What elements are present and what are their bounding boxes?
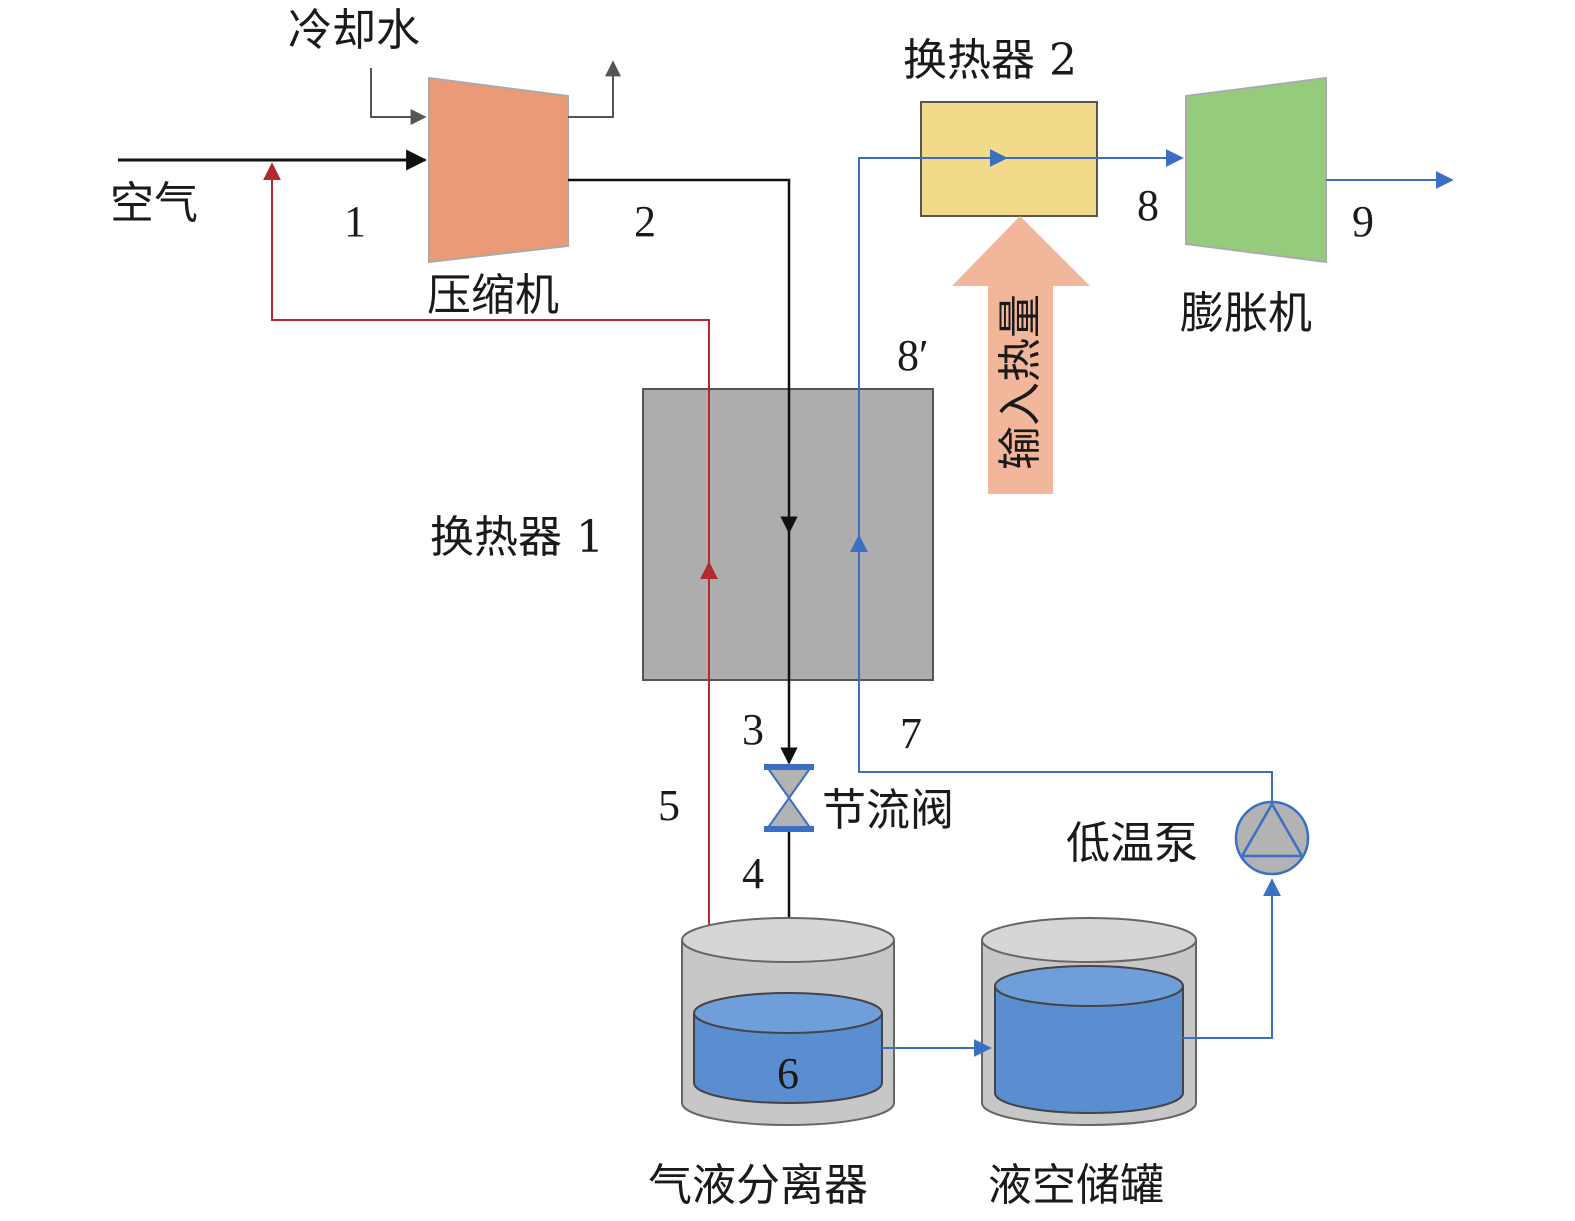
state-6: 6 [777,1049,799,1098]
liquid-air-tank [981,917,1197,1126]
cooling-water-line [370,68,427,125]
compressed-air-line [568,178,798,534]
label-air: 空气 [110,178,198,229]
liquid-line-pump-to-hx1 [850,534,1273,802]
label-cooling-water: 冷却水 [288,5,420,56]
expander-shape [1185,76,1327,264]
label-tank: 液空储罐 [988,1160,1164,1211]
cryogenic-pump [1234,800,1310,876]
state-8-prime: 8′ [897,331,929,380]
state-4: 4 [742,849,764,898]
state-7: 7 [900,709,922,758]
label-hx1: 换热器 1 [430,512,604,563]
heat-input-arrow [952,216,1090,494]
gas-liquid-separator [681,917,895,1126]
label-throttle: 节流阀 [822,785,954,836]
label-compressor: 压缩机 [427,270,559,321]
state-8: 8 [1137,181,1159,230]
label-separator: 气液分离器 [648,1160,868,1211]
liquid-line-hx1-to-hx2 [858,149,1008,536]
label-expander: 膨胀机 [1180,288,1312,339]
cooling-water-out-line [568,60,621,118]
state-2: 2 [634,197,656,246]
state-3: 3 [742,705,764,754]
state-9: 9 [1352,197,1374,246]
label-heat-input: 输入热量 [995,294,1046,470]
state-5: 5 [658,781,680,830]
throttle-valve [764,764,814,832]
label-pump: 低温泵 [1066,818,1198,869]
state-1: 1 [344,197,366,246]
compressor-shape [428,76,569,264]
liquid-line-tank-to-pump [1183,878,1281,1039]
return-gas-line-upper [263,162,710,563]
label-hx2: 换热器 2 [903,35,1077,86]
